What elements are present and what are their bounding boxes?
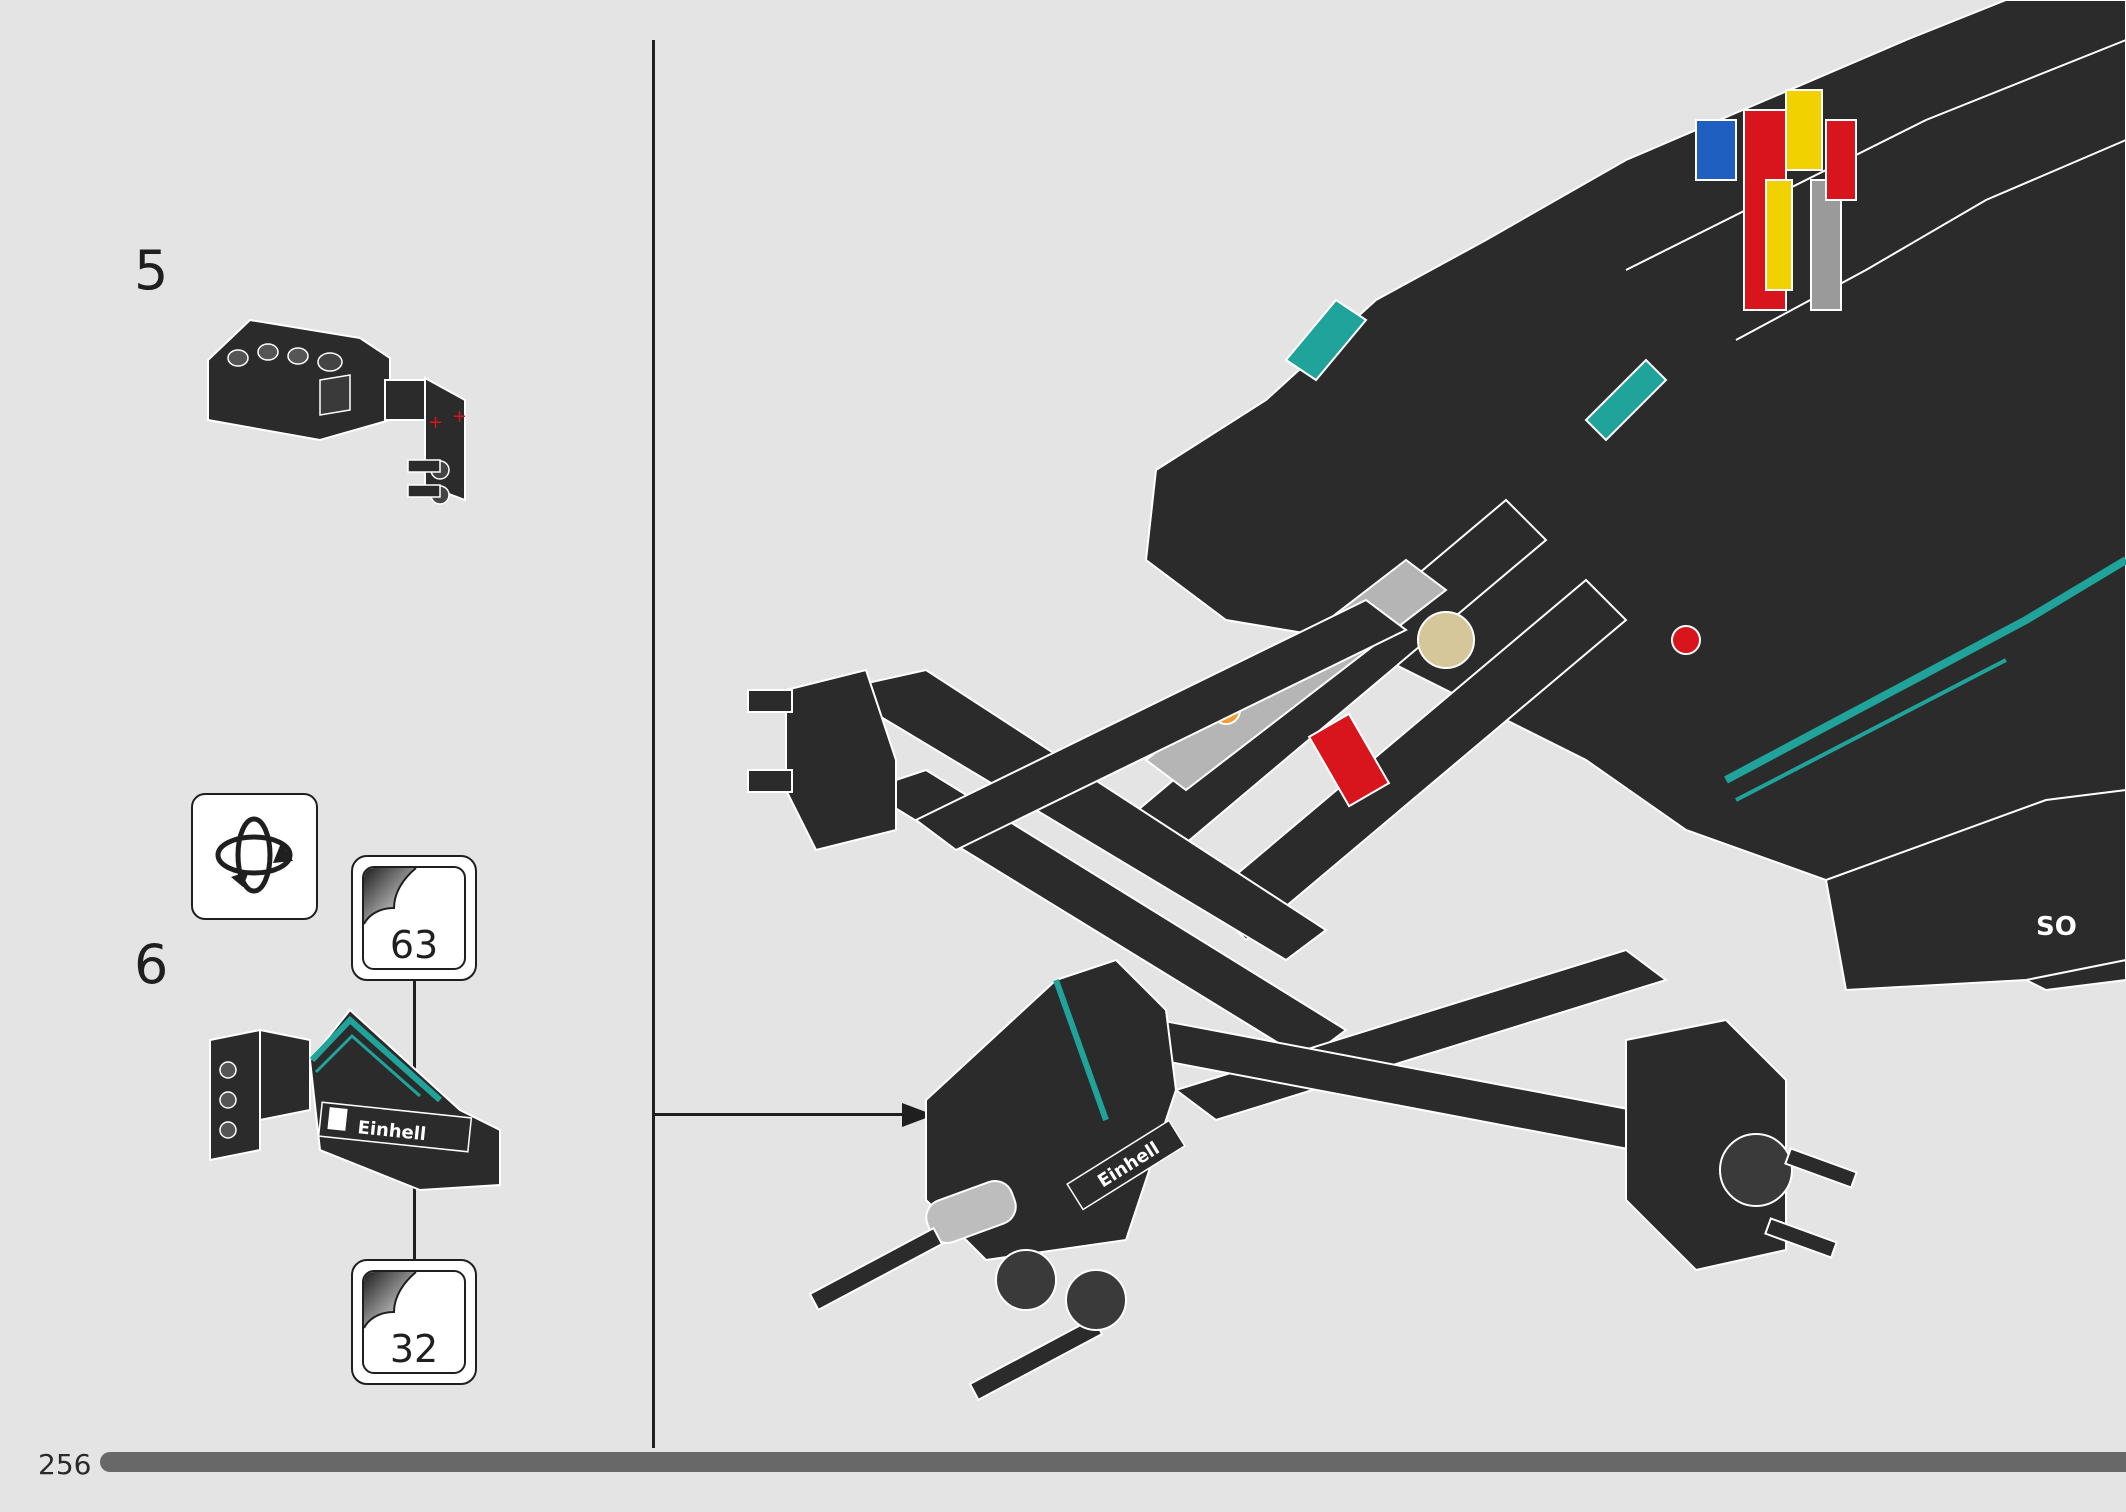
sticker-63-connector (413, 981, 416, 1071)
sticker-number-32: 32 (389, 1327, 439, 1371)
step-6-number: 6 (134, 933, 169, 996)
svg-text:SO: SO (2036, 912, 2077, 942)
page-progress-bar (100, 1452, 2126, 1472)
step-6-parts-illustration: + Einhell (209, 1008, 501, 1192)
rotate-model-icon (215, 816, 293, 894)
main-model-illustration: Einhell SO (747, 0, 2126, 1402)
svg-text:+: + (452, 406, 467, 427)
sticker-callout-32: 32 (351, 1259, 477, 1385)
svg-text:+: + (428, 412, 443, 433)
rotate-model-callout (191, 793, 318, 920)
sticker-number-63: 63 (389, 923, 439, 967)
step-5-number: 5 (134, 239, 169, 302)
sticker-sheet-icon (362, 866, 466, 970)
panel-divider (652, 40, 655, 1448)
page-number: 256 (38, 1448, 92, 1481)
sticker-callout-63: 63 (351, 855, 477, 981)
step-5-parts-illustration: + + (207, 318, 467, 505)
sticker-sheet-icon (362, 1270, 466, 1374)
callout-arrow-line (654, 1113, 904, 1116)
sticker-32-connector (413, 1163, 416, 1259)
